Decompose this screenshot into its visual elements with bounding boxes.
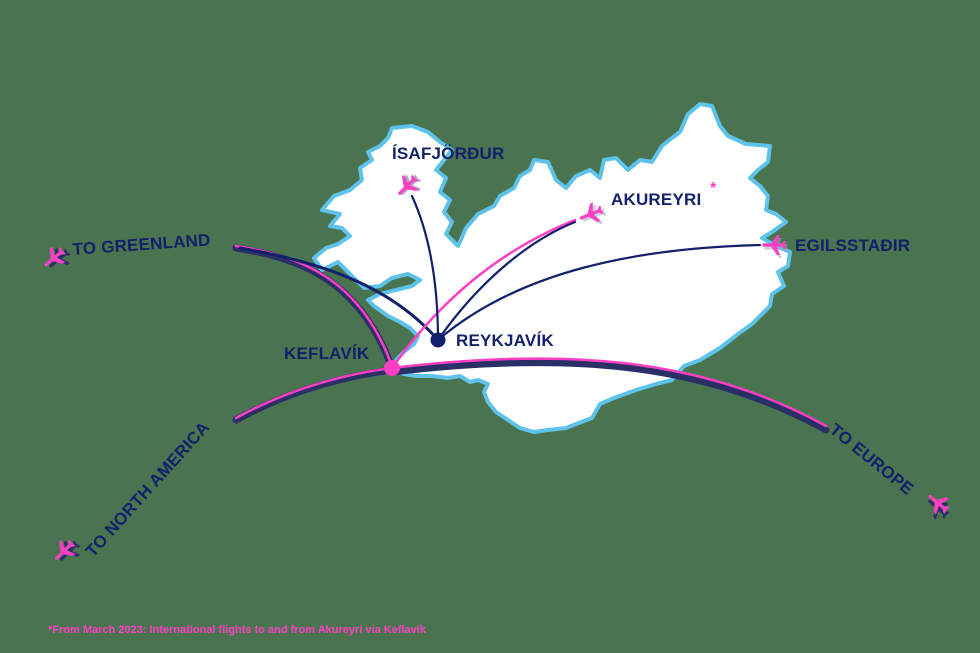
label-reykjavik: REYKJAVÍK [456, 331, 554, 350]
route-namerica [234, 366, 394, 420]
airplane-icon [922, 487, 954, 524]
keflavik-marker[interactable] [384, 360, 400, 376]
route-europe-shadow [388, 359, 830, 434]
label-akureyri: AKUREYRI [611, 190, 702, 209]
route-rvk-egilsstadir [436, 243, 762, 342]
iceland-outline [312, 102, 792, 434]
label-isafjordur: ÍSAFJÖRÐUR [392, 144, 505, 163]
label-keflavik: KEFLAVÍK [284, 344, 370, 363]
reykjavik-marker[interactable] [430, 332, 446, 348]
airplane-icon [38, 242, 75, 275]
akureyri-note-marker: * [710, 180, 717, 197]
route-kef-akureyri [390, 218, 577, 370]
footnote: *From March 2023: International flights … [48, 624, 426, 636]
iceland-landmass [312, 102, 792, 434]
airplane-icon [48, 535, 85, 568]
route-rvk-akureyri [436, 220, 577, 342]
route-europe [390, 357, 828, 428]
route-namerica-shadow [232, 366, 396, 424]
international-routes [232, 218, 830, 434]
label-egilsstadir: EGILSSTAÐIR [795, 236, 911, 255]
route-greenland-rvk [238, 246, 440, 342]
route-rvk-isafjordur [410, 194, 440, 342]
domestic-routes [410, 194, 762, 342]
